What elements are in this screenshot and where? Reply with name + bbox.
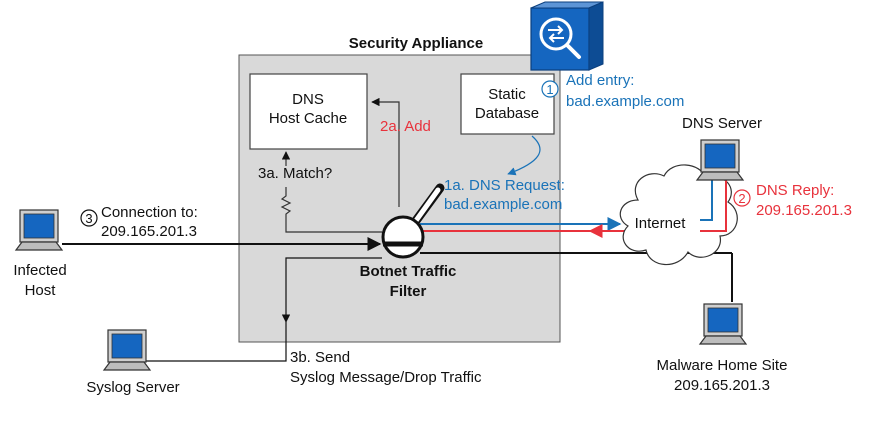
match-check-line bbox=[280, 187, 382, 233]
step-1a-line2: bad.example.com bbox=[444, 196, 562, 213]
step-3b-line2: Syslog Message/Drop Traffic bbox=[290, 369, 482, 386]
step-1-number: 1 bbox=[546, 82, 553, 97]
magnifying-glass-icon bbox=[381, 183, 445, 259]
malware-site-line2: 209.165.201.3 bbox=[674, 377, 770, 394]
step-2-circle bbox=[733, 189, 751, 207]
dns-server-computer-icon bbox=[696, 139, 744, 181]
step-1a-line1: 1a. DNS Request: bbox=[444, 177, 565, 194]
syslog-server-computer-icon bbox=[103, 329, 151, 371]
static-database-line1: Static bbox=[488, 86, 526, 103]
internet-label: Internet bbox=[635, 215, 687, 232]
infected-host-computer-icon bbox=[15, 209, 63, 251]
static-database-line2: Database bbox=[475, 105, 539, 122]
add-entry-line2: bad.example.com bbox=[566, 93, 684, 110]
dns-server-label: DNS Server bbox=[682, 115, 762, 132]
dns-host-cache-box bbox=[249, 73, 368, 150]
connection-line1: Connection to: bbox=[101, 204, 198, 221]
infected-host-line2: Host bbox=[25, 282, 57, 299]
filter-label-line2: Filter bbox=[390, 283, 427, 300]
step-3-circle bbox=[80, 209, 98, 227]
dns-reply-line1: DNS Reply: bbox=[756, 182, 834, 199]
filter-label-line1: Botnet Traffic bbox=[360, 263, 457, 280]
step-2a-label: 2a. Add bbox=[380, 118, 431, 135]
add-entry-line1: Add entry: bbox=[566, 72, 634, 89]
step-3b-line1: 3b. Send bbox=[290, 349, 350, 366]
syslog-server-link bbox=[144, 322, 287, 362]
dns-reply-line2: 209.165.201.3 bbox=[756, 202, 852, 219]
step-2-number: 2 bbox=[738, 191, 745, 206]
security-appliance-title: Security Appliance bbox=[349, 35, 484, 52]
firewall-appliance-icon bbox=[530, 1, 604, 71]
connection-line2: 209.165.201.3 bbox=[101, 223, 197, 240]
dns-server-link bbox=[700, 180, 713, 221]
step-1-circle bbox=[541, 80, 559, 98]
dns-reply-from-server bbox=[700, 180, 727, 232]
dns-host-cache-line1: DNS bbox=[292, 91, 324, 108]
malware-site-line1: Malware Home Site bbox=[657, 357, 788, 374]
infected-host-line1: Infected bbox=[13, 262, 66, 279]
dns-request-curve bbox=[507, 135, 541, 176]
malware-site-computer-icon bbox=[699, 303, 747, 345]
syslog-server-label: Syslog Server bbox=[86, 379, 179, 396]
add-to-cache-arrow bbox=[371, 97, 400, 207]
static-database-box bbox=[460, 73, 555, 135]
step-3-number: 3 bbox=[85, 211, 92, 226]
step-3a-label: 3a. Match? bbox=[258, 165, 332, 182]
syslog-path bbox=[281, 257, 382, 323]
dns-host-cache-line2: Host Cache bbox=[269, 110, 347, 127]
internet-cloud-icon: Internet bbox=[619, 164, 738, 266]
